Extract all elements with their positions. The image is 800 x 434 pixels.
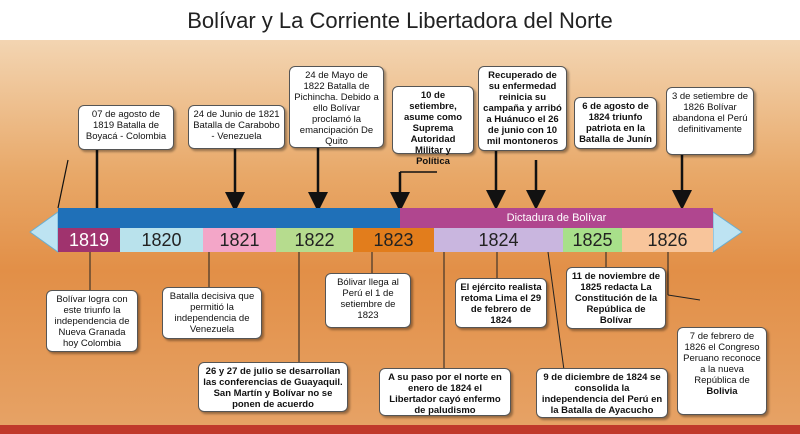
- event-box-pichincha: 24 de Mayo de 1822 Batalla de Pichincha.…: [289, 66, 384, 148]
- event-box-autoridad: 10 de setiembre, asume como Suprema Auto…: [392, 86, 474, 167]
- year-cell-1822: 1822: [276, 228, 353, 252]
- year-cell-1821: 1821: [203, 228, 276, 252]
- event-box-llega-peru: Bólivar llega al Perú el 1 de setiembre …: [325, 273, 411, 328]
- event-box-abandona: 3 de setiembre de 1826 Bolívar abandona …: [666, 87, 754, 155]
- event-box-constitucion: 11 de noviembre de 1825 redacta La Const…: [566, 267, 666, 329]
- event-box-boyaca: 07 de agosto de 1819 Batalla de Boyacá -…: [78, 105, 174, 150]
- year-cell-1825: 1825: [563, 228, 622, 252]
- event-box-guayaquil: 26 y 27 de julio se desarrollan las conf…: [198, 362, 348, 412]
- year-cell-1819: 1819: [58, 228, 120, 252]
- event-box-nueva-granada: Bolívar logra con este triunfo la indepe…: [46, 290, 138, 352]
- event-box-venezuela: Batalla decisiva que permitió la indepen…: [162, 287, 262, 339]
- event-bolivia-text: 7 de febrero de 1826 el Congreso Peruano…: [683, 331, 761, 386]
- event-box-huanuco: Recuperado de su enfermedad reinicia su …: [478, 66, 567, 151]
- event-box-paludismo: A su paso por el norte en enero de 1824 …: [379, 368, 511, 416]
- event-box-bolivia: 7 de febrero de 1826 el Congreso Peruano…: [677, 327, 767, 415]
- event-box-carabobo: 24 de Junio de 1821 Batalla de Carabobo …: [188, 105, 285, 149]
- event-bolivia-name: Bolivia: [706, 386, 738, 397]
- year-cell-1824: 1824: [434, 228, 563, 252]
- dictadura-label: Dictadura de Bolívar: [506, 212, 607, 224]
- event-box-lima: El ejército realista retoma Lima el 29 d…: [455, 278, 547, 328]
- year-cell-1820: 1820: [120, 228, 203, 252]
- event-box-junin: 6 de agosto de 1824 triunfo patriota en …: [574, 97, 657, 149]
- page-title: Bolívar y La Corriente Libertadora del N…: [187, 8, 613, 33]
- bottom-border: [0, 425, 800, 434]
- year-cell-1826: 1826: [622, 228, 713, 252]
- event-box-ayacucho: 9 de diciembre de 1824 se consolida la i…: [536, 368, 668, 418]
- year-cell-1823: 1823: [353, 228, 434, 252]
